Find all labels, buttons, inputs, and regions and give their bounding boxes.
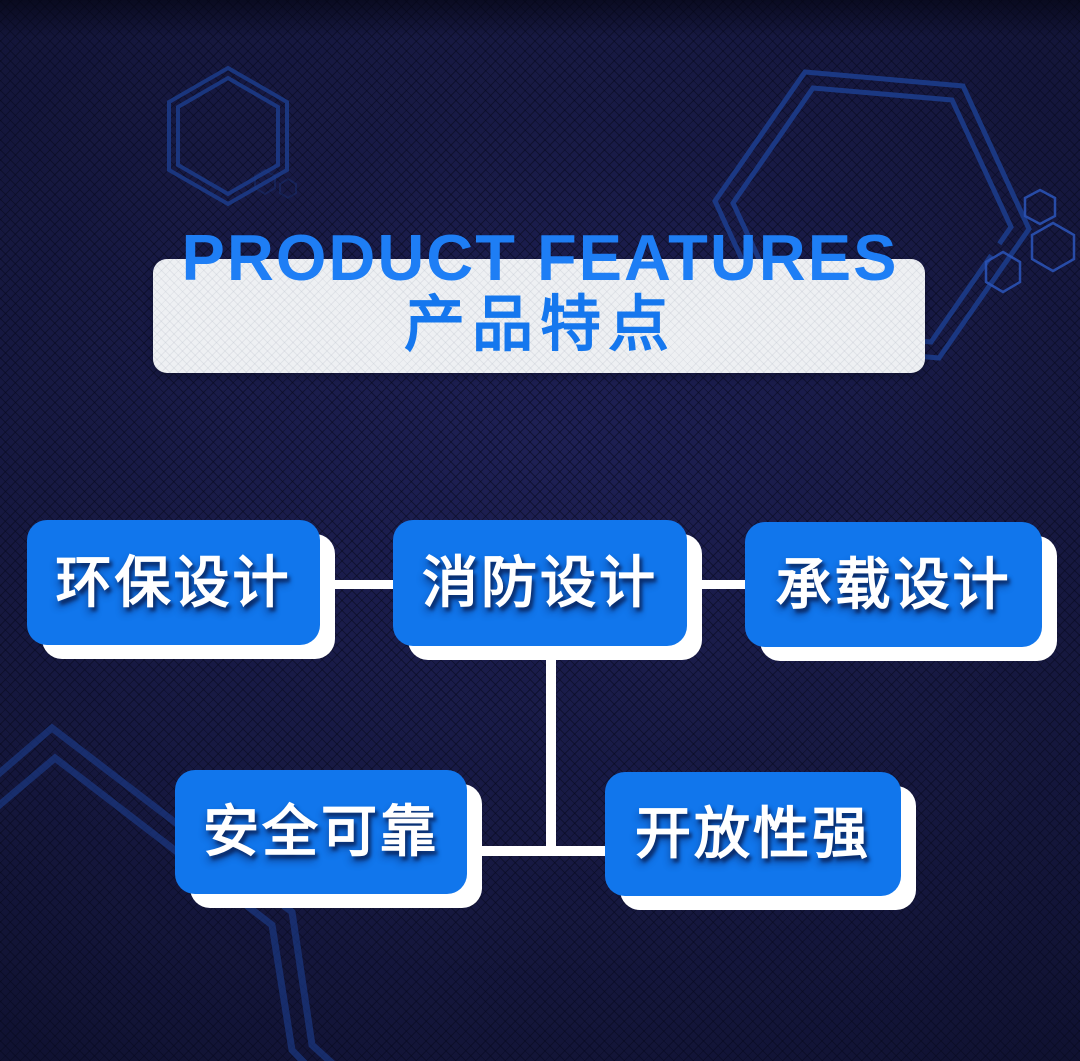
feature-box-safe-reliable: 安全可靠	[175, 770, 467, 894]
feature-label: 环保设计	[55, 550, 292, 614]
page-title-chinese: 产品特点	[403, 290, 676, 358]
header-panel	[153, 259, 925, 373]
feature-box-fire-design: 消防设计	[393, 520, 687, 646]
connector-top-left	[310, 580, 402, 589]
feature-box-eco-design: 环保设计	[27, 520, 320, 645]
feature-label: 开放性强	[635, 802, 871, 865]
page-title-english: PRODUCT FEATURES	[181, 221, 899, 294]
hexagon-bottom-left-icon	[0, 723, 335, 1061]
connector-bottom	[450, 846, 615, 856]
feature-label: 安全可靠	[203, 800, 439, 863]
feature-box-open: 开放性强	[605, 772, 901, 896]
hexagon-top-right-icon	[712, 69, 1032, 361]
connector-vertical	[546, 645, 556, 856]
feature-label: 承载设计	[775, 552, 1012, 616]
hexagon-top-left-icon	[167, 65, 289, 207]
hexagon-mini-faint-icon	[254, 168, 297, 200]
connector-top-right	[678, 580, 754, 589]
hexagon-small-right-icon	[984, 188, 1076, 294]
feature-label: 消防设计	[422, 551, 658, 614]
feature-box-load-design: 承载设计	[745, 522, 1042, 647]
